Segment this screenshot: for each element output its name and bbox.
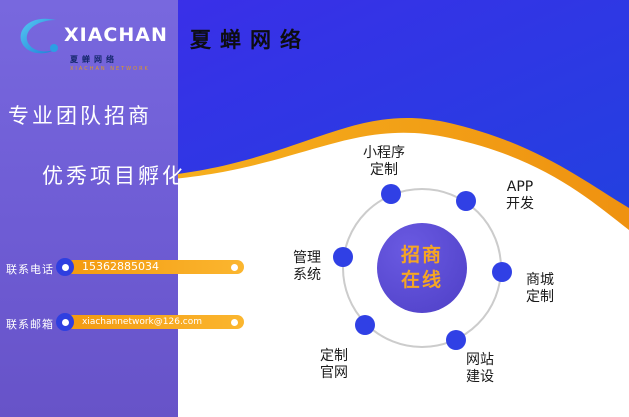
diagram-center-label: 招商 在线 — [400, 244, 443, 291]
diagram-node-label: APP 开发 — [506, 179, 534, 212]
brand-swoosh-icon — [20, 18, 58, 54]
blue-wave — [160, 0, 629, 208]
sidebar-panel — [0, 0, 178, 417]
diagram-node-label: 管理 系统 — [293, 250, 321, 283]
contact-email-label: 联系邮箱 — [6, 318, 54, 331]
hero-line-1: 专业团队招商 — [8, 104, 152, 128]
phone-dot-icon — [56, 258, 74, 276]
diagram-node-dot — [446, 330, 466, 350]
diagram-node-label: 定制 官网 — [320, 348, 348, 381]
phone-pill[interactable]: 15362885034 — [66, 260, 244, 274]
site-title: 夏蝉网络 — [190, 27, 310, 52]
pill-end-dot-icon — [231, 263, 238, 271]
brand-logo: XIACHAN 夏蝉网络 XIACHAN NETWORK — [8, 12, 176, 72]
brand-logo-sub-cn: 夏蝉网络 — [70, 55, 118, 64]
email-address: xiachannetwork@126.com — [82, 317, 203, 327]
pill-end-dot-icon — [231, 318, 238, 326]
diagram-node-dot — [333, 247, 353, 267]
diagram-node-dot — [492, 262, 512, 282]
diagram-node-dot — [456, 191, 476, 211]
hero-line-2: 优秀项目孵化 — [42, 164, 186, 188]
email-pill[interactable]: xiachannetwork@126.com — [66, 315, 244, 329]
diagram-node-label: 小程序 定制 — [363, 145, 405, 178]
diagram-node-dot — [355, 315, 375, 335]
brand-logo-text: XIACHAN — [64, 23, 168, 46]
header-wave — [160, 0, 629, 230]
email-dot-icon — [56, 313, 74, 331]
diagram-node-label: 网站 建设 — [466, 352, 494, 385]
diagram-node-label: 商城 定制 — [526, 272, 554, 305]
diagram-center-badge: 招商 在线 — [377, 223, 467, 313]
phone-number: 15362885034 — [82, 260, 159, 273]
brand-logo-sub-en: XIACHAN NETWORK — [70, 66, 150, 72]
diagram-node-dot — [381, 184, 401, 204]
contact-phone-label: 联系电话 — [6, 263, 54, 276]
